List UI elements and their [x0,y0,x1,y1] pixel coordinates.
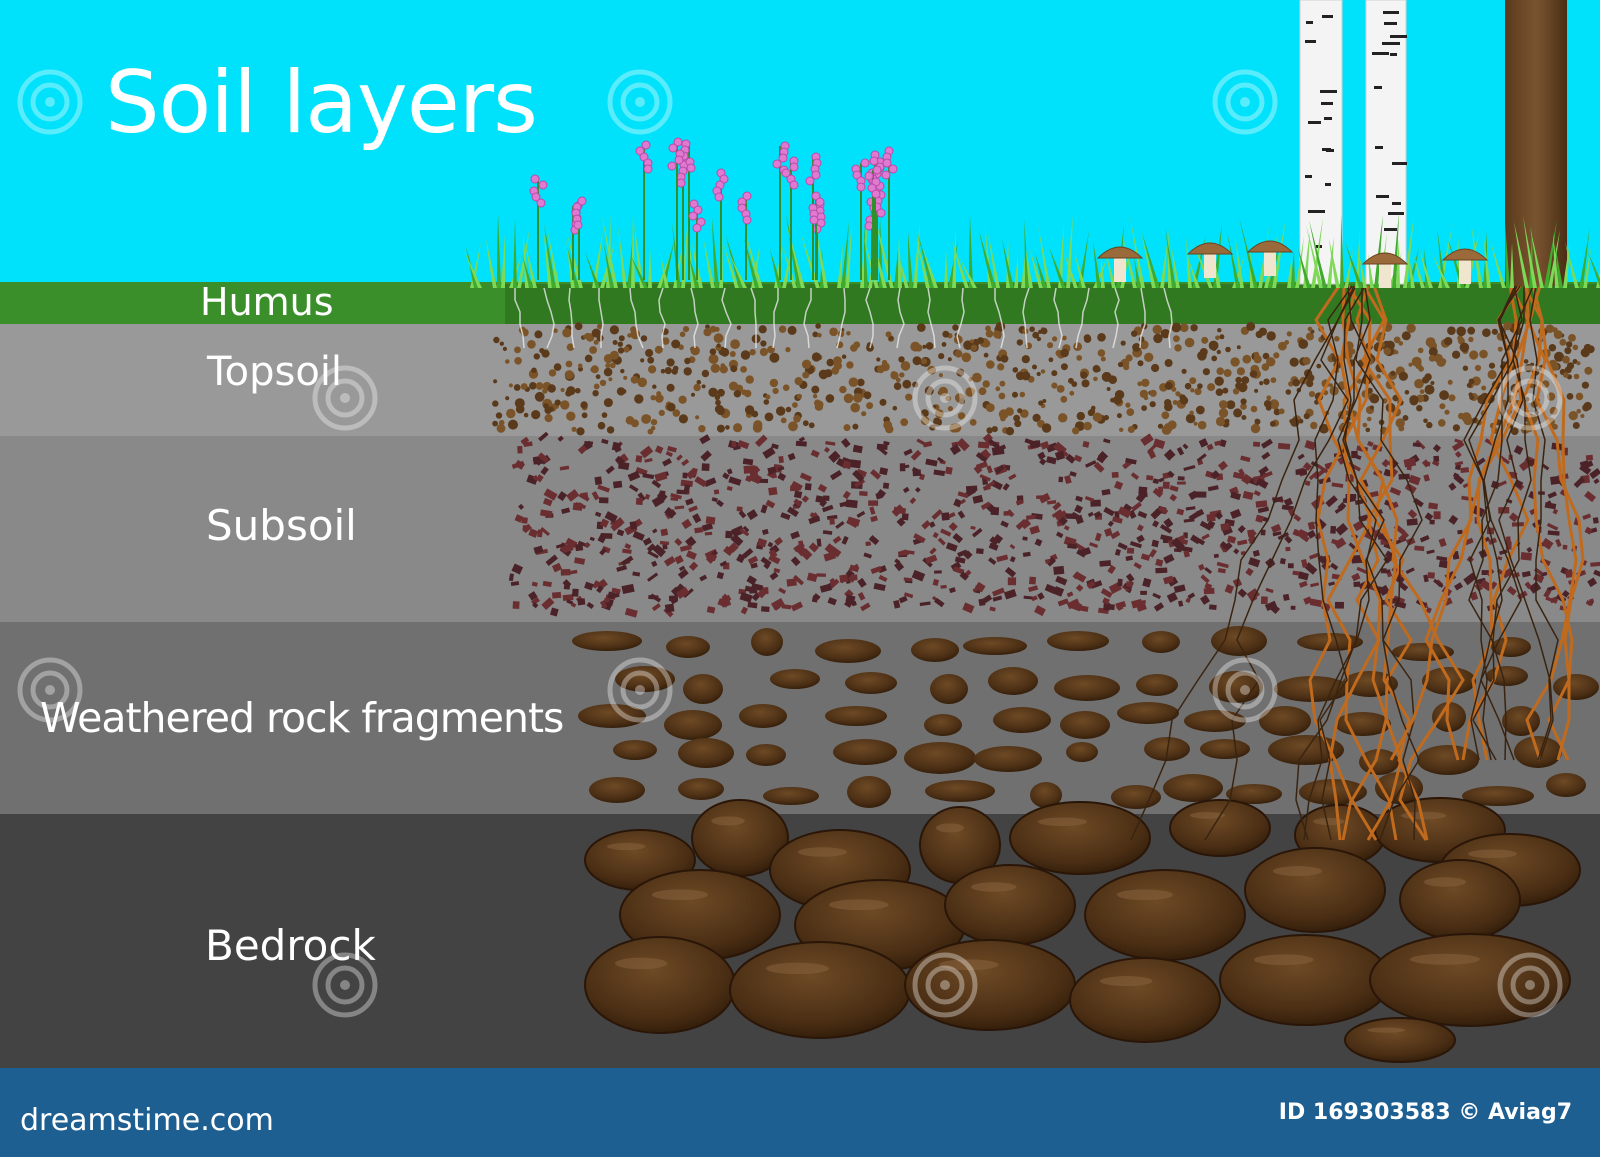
watermark-spiral-icon [940,980,950,990]
bedrock-boulders [584,797,1581,1063]
watermark-spiral-icon [1225,82,1265,122]
watermark-spiral-icon [925,965,965,1005]
layer-label-weathered-rock: Weathered rock fragments [40,694,564,742]
watermark-spiral-icon [312,365,378,431]
watermark-spiral-icon [940,393,950,403]
watermark-spiral-icon [1497,952,1563,1018]
watermark-spiral-icon [30,82,70,122]
watermark-spiral-icon [1497,365,1563,431]
watermark-spiral-icon [925,378,965,418]
flowers [529,137,898,280]
watermark-spiral-icon [1240,97,1250,107]
tree-roots [1130,285,1585,841]
layer-label-topsoil: Topsoil [207,349,343,395]
watermark-spiral-icon [1510,378,1550,418]
subsoil-particles [508,431,1600,618]
watermark-spiral-icon [620,670,660,710]
watermark-spiral-icon [340,980,350,990]
page-title: Soil layers [105,53,538,153]
watermark-spiral-icon [1525,980,1535,990]
layer-label-bedrock: Bedrock [205,921,376,970]
watermark-spiral-icon [912,365,978,431]
watermark-spiral-icon [312,952,378,1018]
oak-trunk [1505,0,1567,286]
watermark-spiral-icon [635,97,645,107]
mushrooms [1096,240,1489,288]
watermark-spiral-icon [607,69,673,135]
watermark-spiral-icon [30,670,70,710]
weathered-rock-stones [572,626,1599,809]
watermark-spiral-icon [1510,965,1550,1005]
watermark-id-text: ID 169303583 © Aviag7 [1278,1100,1572,1125]
watermark-spiral-icon [607,657,673,723]
layer-label-subsoil: Subsoil [206,501,357,550]
watermark-spiral-icon [17,657,83,723]
watermark-spiral-icon [1225,670,1265,710]
watermark-spiral-icon [325,378,365,418]
watermark-spiral-icon [1240,685,1250,695]
watermark-bar [0,1068,1600,1157]
humus-texture [505,284,1600,324]
watermark-site-text: dreamstime.com [20,1103,274,1138]
layer-label-humus: Humus [200,280,334,324]
watermark-spiral-icon [325,965,365,1005]
watermark-spiral-icon [340,393,350,403]
watermark-spiral-icon [912,952,978,1018]
watermark-spiral-icon [635,685,645,695]
watermark-spiral-icon [1212,657,1278,723]
watermark-icons [17,69,1563,1018]
watermark-spiral-icon [45,685,55,695]
birch-trunks [1299,0,1407,285]
watermark-spiral-icon [1525,393,1535,403]
grass-rootlets [514,287,1173,349]
watermark-spiral-icon [45,97,55,107]
watermark-spiral-icon [17,69,83,135]
watermark-spiral-icon [1212,69,1278,135]
watermark-spiral-icon [620,82,660,122]
